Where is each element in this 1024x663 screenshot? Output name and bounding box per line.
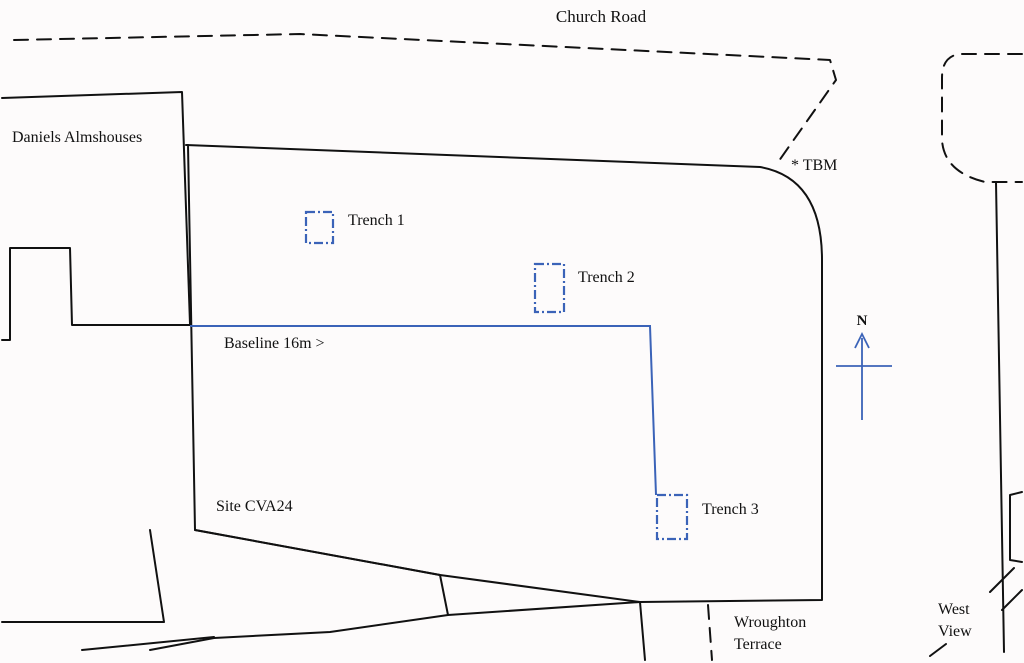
west-view-corner	[929, 567, 1023, 657]
wroughton-dashed-edge	[707, 604, 713, 661]
north-label: N	[857, 313, 868, 329]
north-arrow-icon	[836, 331, 892, 420]
south-building-inner-2	[81, 636, 215, 651]
site-label: Site CVA24	[216, 498, 293, 515]
almshouses-step-outline	[1, 247, 191, 341]
west-view-label-line-1: West	[938, 601, 970, 618]
trench-1-outline	[304, 210, 335, 245]
almshouses-label: Daniels Almshouses	[12, 129, 142, 146]
wroughton-terrace-label-line-2: Terrace	[734, 636, 782, 653]
west-view-label-line-2: View	[938, 623, 972, 640]
tbm-label: * TBM	[791, 157, 837, 174]
trench-2-outline	[533, 262, 566, 314]
almshouses-outline	[1, 91, 191, 325]
church-road-label: Church Road	[556, 7, 647, 26]
trench-2-label: Trench 2	[578, 269, 635, 286]
wroughton-terrace-label-line-1: Wroughton	[734, 614, 806, 631]
east-outline-lower	[1009, 491, 1023, 563]
east-outline	[995, 181, 1005, 653]
baseline-line	[190, 325, 657, 496]
south-building-inner	[149, 614, 449, 651]
baseline-label: Baseline 16m >	[224, 335, 325, 352]
trench-3-label: Trench 3	[702, 501, 759, 518]
trench-1-label: Trench 1	[348, 212, 405, 229]
site-boundary	[185, 144, 823, 603]
east-dashed-outline	[941, 53, 1023, 183]
south-building-outline-2	[194, 529, 646, 661]
south-building-outline	[1, 529, 165, 623]
trench-3-outline	[655, 493, 689, 541]
church-road-boundary	[13, 33, 837, 166]
